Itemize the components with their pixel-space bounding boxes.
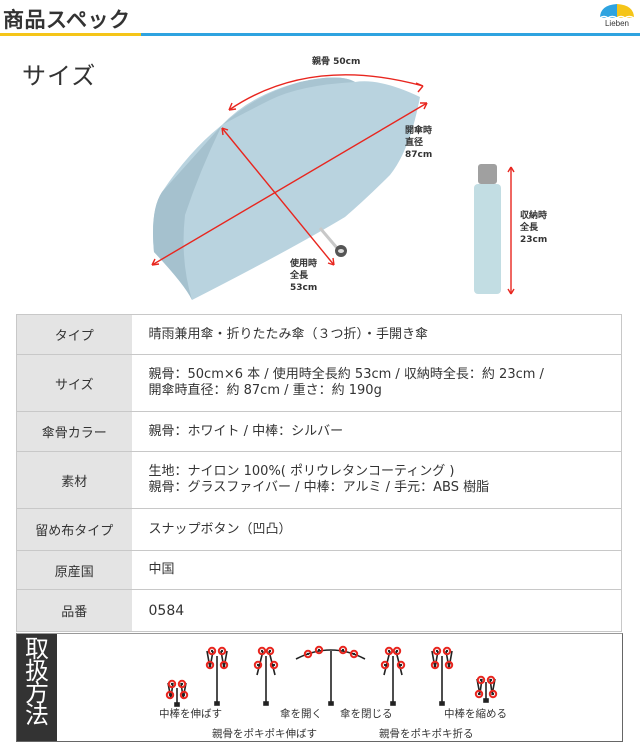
step-label-unfold-ribs: 親骨をポキポキ伸ばす — [212, 728, 317, 740]
total-length-line2: 全長 — [290, 271, 309, 281]
folded-length-line1: 収納時 — [520, 211, 548, 221]
howto-title-char: 法 — [25, 701, 49, 729]
row-value: 親骨：ホワイト / 中棒：シルバー — [131, 411, 622, 452]
step-label-retract-shaft: 中棒を縮める — [444, 708, 507, 720]
value-line: 晴雨兼用傘・折りたたみ傘（３つ折）・手開き傘 — [148, 326, 429, 342]
table-row-strap-type: 留め布タイプ スナップボタン（凹凸） — [16, 508, 622, 551]
step4-open-icon — [295, 649, 366, 706]
value-line: 0584 — [148, 602, 185, 619]
value-line: 中国 — [148, 562, 175, 577]
row-label: サイズ — [16, 354, 132, 412]
step6-icon — [431, 650, 453, 706]
row-label: 留め布タイプ — [16, 508, 132, 551]
step7-icon — [476, 678, 496, 703]
table-row-size: サイズ 親骨：50cm×6 本 / 使用時全長約 53cm / 収納時全長：約 … — [16, 354, 622, 412]
open-diameter-label: 開傘時 直径 87cm — [405, 125, 432, 161]
page-title: 商品スペック — [3, 8, 131, 32]
open-diameter-line2: 直径 — [405, 138, 424, 148]
umbrella-logo-icon — [599, 4, 635, 19]
row-value: 0584 — [131, 589, 622, 632]
brand-logo: Lieben — [596, 1, 638, 33]
howto-section: 取 扱 方 法 — [16, 633, 623, 742]
row-label: 傘骨カラー — [16, 411, 132, 452]
row-value: 中国 — [131, 550, 622, 590]
umbrella-illustration — [151, 74, 515, 300]
header-accent-blue — [141, 33, 640, 36]
howto-title-char: 方 — [25, 679, 49, 707]
row-value: 生地：ナイロン 100%( ポリウレタンコーティング ) 親骨：グラスファイバー… — [131, 451, 622, 509]
folded-length-line3: 23cm — [520, 235, 548, 245]
howto-title: 取 扱 方 法 — [17, 634, 57, 741]
spec-table: タイプ 晴雨兼用傘・折りたたみ傘（３つ折）・手開き傘 サイズ 親骨：50cm×6… — [16, 314, 622, 632]
header-accent-yellow — [0, 33, 141, 36]
row-label: 原産国 — [16, 550, 132, 590]
howto-steps-illustration — [165, 645, 498, 707]
size-diagram: 親骨 50cm 開傘時 直径 87cm 使用時 全長 53cm 収納時 全長 2… — [0, 40, 640, 305]
rib-length-label: 親骨 50cm — [312, 57, 361, 67]
table-row-type: タイプ 晴雨兼用傘・折りたたみ傘（３つ折）・手開き傘 — [16, 314, 622, 355]
step2-icon — [206, 650, 228, 706]
value-line: 親骨：グラスファイバー / 中棒：アルミ / 手元：ABS 樹脂 — [148, 480, 490, 495]
table-row-frame-color: 傘骨カラー 親骨：ホワイト / 中棒：シルバー — [16, 411, 622, 452]
value-line: 親骨：50cm×6 本 / 使用時全長約 53cm / 収納時全長：約 23cm… — [148, 367, 544, 382]
row-label: タイプ — [16, 314, 132, 355]
row-label: 品番 — [16, 589, 132, 632]
folded-length-label: 収納時 全長 23cm — [520, 210, 547, 246]
value-line: 開傘時直径：約 87cm / 重さ：約 190g — [148, 383, 382, 398]
table-row-material: 素材 生地：ナイロン 100%( ポリウレタンコーティング ) 親骨：グラスファ… — [16, 451, 622, 509]
row-value: 晴雨兼用傘・折りたたみ傘（３つ折）・手開き傘 — [131, 314, 622, 355]
howto-title-char: 取 — [25, 635, 49, 663]
folded-length-line2: 全長 — [520, 223, 539, 233]
logo-text: Lieben — [604, 19, 630, 28]
table-row-origin: 原産国 中国 — [16, 550, 622, 590]
row-label: 素材 — [16, 451, 132, 509]
page-header: 商品スペック Lieben — [0, 0, 640, 40]
step3-icon — [256, 650, 276, 706]
step-label-open: 傘を開く — [280, 708, 322, 720]
step-label-fold-ribs: 親骨をポキポキ折る — [379, 728, 474, 740]
step-label-close: 傘を閉じる — [340, 708, 393, 720]
step5-close-icon — [383, 650, 403, 706]
total-length-line3: 53cm — [290, 283, 318, 293]
howto-title-char: 扱 — [25, 657, 49, 685]
value-line: 生地：ナイロン 100%( ポリウレタンコーティング ) — [148, 464, 455, 479]
total-length-label: 使用時 全長 53cm — [290, 258, 317, 294]
open-diameter-line1: 開傘時 — [405, 126, 433, 136]
value-line: スナップボタン（凹凸） — [148, 521, 292, 537]
row-value: スナップボタン（凹凸） — [131, 508, 622, 551]
step-label-extend-shaft: 中棒を伸ばす — [159, 708, 222, 720]
row-value: 親骨：50cm×6 本 / 使用時全長約 53cm / 収納時全長：約 23cm… — [131, 354, 622, 412]
total-length-line1: 使用時 — [290, 259, 318, 269]
value-line: 親骨：ホワイト / 中棒：シルバー — [148, 423, 344, 439]
table-row-product-number: 品番 0584 — [16, 589, 622, 632]
section-title-size: サイズ — [22, 62, 97, 90]
open-diameter-line3: 87cm — [405, 150, 433, 160]
